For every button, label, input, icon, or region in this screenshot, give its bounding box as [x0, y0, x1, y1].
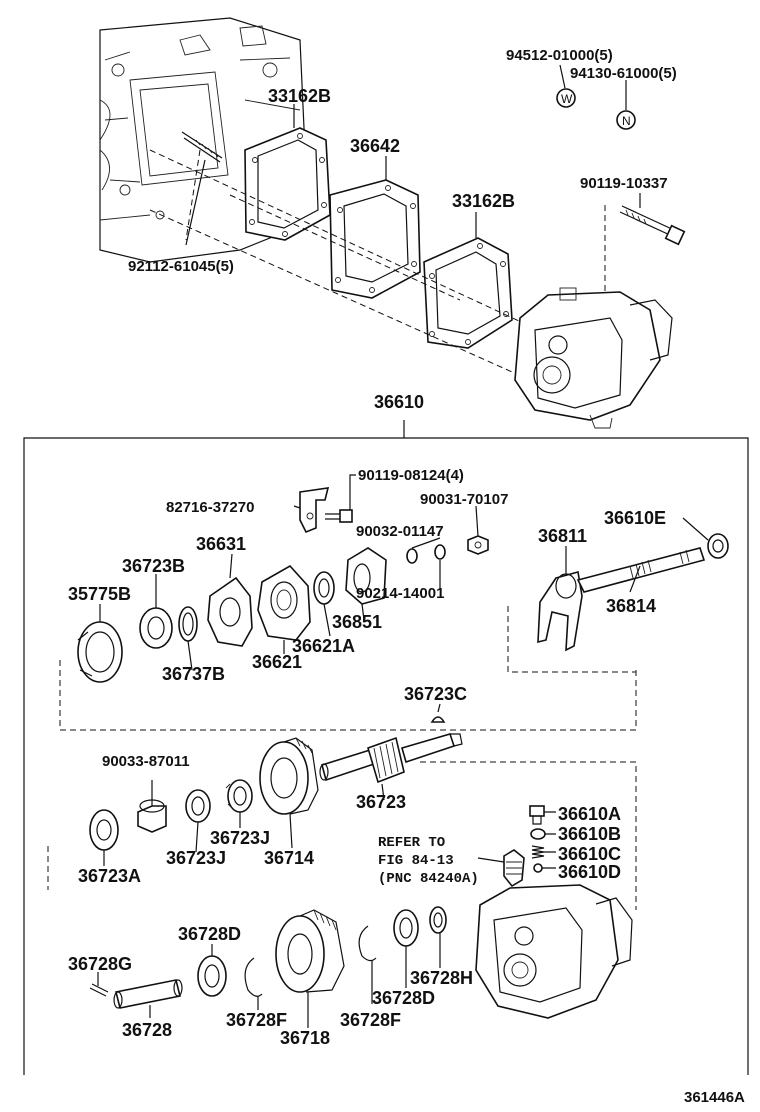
label-36610a: 36610A	[558, 804, 621, 824]
cover-36851	[345, 547, 387, 605]
needle-bearing-36723j-b	[185, 789, 211, 823]
label-36718: 36718	[280, 1028, 330, 1048]
snap-ring-36728f-right	[358, 925, 377, 962]
label-36723c: 36723C	[404, 684, 467, 704]
plug-36610a	[529, 805, 545, 825]
label-36723j-a: 36723J	[210, 828, 270, 848]
shift-fork-36811	[537, 570, 583, 652]
label-plate-36642: 36642	[350, 136, 400, 156]
label-36714: 36714	[264, 848, 314, 868]
label-gasket-33162b-front: 33162B	[268, 86, 331, 106]
washer-36728h	[429, 906, 447, 934]
label-36814: 36814	[606, 596, 656, 616]
bearing-36728d-right	[393, 909, 419, 947]
retainer-36621	[257, 564, 311, 641]
bearing-36728d-left	[197, 955, 227, 997]
gasket-33162b-front	[244, 127, 331, 241]
washer-marker: W	[556, 88, 576, 108]
label-nut-94130: 94130-61000(5)	[570, 65, 677, 82]
label-washer-94512: 94512-01000(5)	[506, 47, 613, 64]
nut-marker: N	[616, 110, 636, 130]
label-36728d-left: 36728D	[178, 924, 241, 944]
label-36621a: 36621A	[292, 636, 355, 656]
label-90119-08124: 90119-08124(4)	[358, 467, 464, 484]
box-leader-lines	[97, 474, 709, 1028]
label-36610d: 36610D	[558, 862, 621, 882]
label-36728h: 36728H	[410, 968, 473, 988]
idler-gear-36718	[275, 909, 345, 993]
spring-36610c	[531, 845, 545, 859]
key-36723c	[430, 716, 446, 723]
label-90032-01147: 90032-01147	[356, 523, 444, 540]
nut-marker-letter: N	[622, 114, 631, 128]
label-gasket-33162b-rear: 33162B	[452, 191, 515, 211]
needle-bearing-36723j-a	[225, 779, 253, 813]
assembly-guide-lines-top	[149, 149, 606, 381]
refer-note-line2: FIG 84-13	[378, 853, 454, 869]
seal-35775b	[77, 621, 123, 683]
label-36610e: 36610E	[604, 508, 666, 528]
bolt-90119-10337	[619, 205, 686, 246]
bearing-36723b	[139, 607, 173, 649]
label-90031-70107: 90031-70107	[420, 491, 508, 508]
bolt-90119-08124	[325, 509, 353, 523]
label-bolt-90119-10337: 90119-10337	[580, 175, 668, 192]
transfer-housing-bottom	[475, 884, 633, 1019]
label-36737b: 36737B	[162, 664, 225, 684]
gasket-36610b	[530, 828, 546, 840]
top-leader-lines	[185, 104, 641, 246]
bearing-36723a	[89, 809, 119, 851]
assembly-bracket	[23, 420, 749, 1075]
figure-id: 361446A	[684, 1089, 745, 1106]
label-36723b: 36723B	[122, 556, 185, 576]
label-36723j-b: 36723J	[166, 848, 226, 868]
label-36610b: 36610B	[558, 824, 621, 844]
label-assembly-36610: 36610	[374, 392, 424, 412]
pin-36728g	[89, 983, 109, 997]
label-36728f-right: 36728F	[340, 1010, 401, 1030]
shift-shaft-36814	[576, 547, 706, 593]
label-36851: 36851	[332, 612, 382, 632]
label-36631: 36631	[196, 534, 246, 554]
label-36621: 36621	[252, 652, 302, 672]
nut-90031-70107	[467, 535, 489, 555]
label-82716-37270: 82716-37270	[166, 499, 254, 516]
label-36811: 36811	[538, 526, 587, 546]
label-36728g: 36728G	[68, 954, 132, 974]
washer-36737b	[178, 606, 198, 642]
label-90033-87011: 90033-87011	[102, 753, 190, 770]
gear-36714	[259, 737, 319, 815]
label-35775b: 35775B	[68, 584, 131, 604]
adapter-plate-36642	[329, 179, 421, 299]
gasket-33162b-rear	[423, 237, 513, 349]
label-90214-14001: 90214-14001	[356, 585, 444, 602]
seal-36610e	[707, 533, 729, 559]
washer-90214-14001	[434, 544, 446, 560]
label-36728f-left: 36728F	[226, 1010, 287, 1030]
snap-ring-36728f-left	[244, 957, 263, 997]
transfer-housing-top	[514, 287, 673, 429]
label-36723a: 36723A	[78, 866, 141, 886]
label-stud-92112: 92112-61045(5)	[128, 258, 234, 275]
refer-note-line3: (PNC 84240A)	[378, 871, 479, 887]
seal-36621a	[313, 571, 335, 605]
label-36728: 36728	[122, 1020, 172, 1040]
ball-36610d	[533, 863, 543, 873]
refer-note-line1: REFER TO	[378, 835, 445, 851]
washer-90032-01147	[406, 548, 418, 564]
switch-plug-84240a	[503, 849, 525, 888]
output-shaft-36723	[319, 733, 463, 784]
label-36728d-right: 36728D	[372, 988, 435, 1008]
label-36610c: 36610C	[558, 844, 621, 864]
idler-shaft-36728	[113, 979, 183, 1009]
label-36723: 36723	[356, 792, 406, 812]
washer-marker-letter: W	[561, 92, 573, 106]
lock-plate-82716	[299, 487, 330, 534]
transmission-case-drawing	[99, 17, 306, 263]
washer-nut-leaders	[559, 64, 627, 110]
gasket-36631	[207, 576, 253, 647]
assembly-guide-lines-middle	[47, 606, 637, 910]
